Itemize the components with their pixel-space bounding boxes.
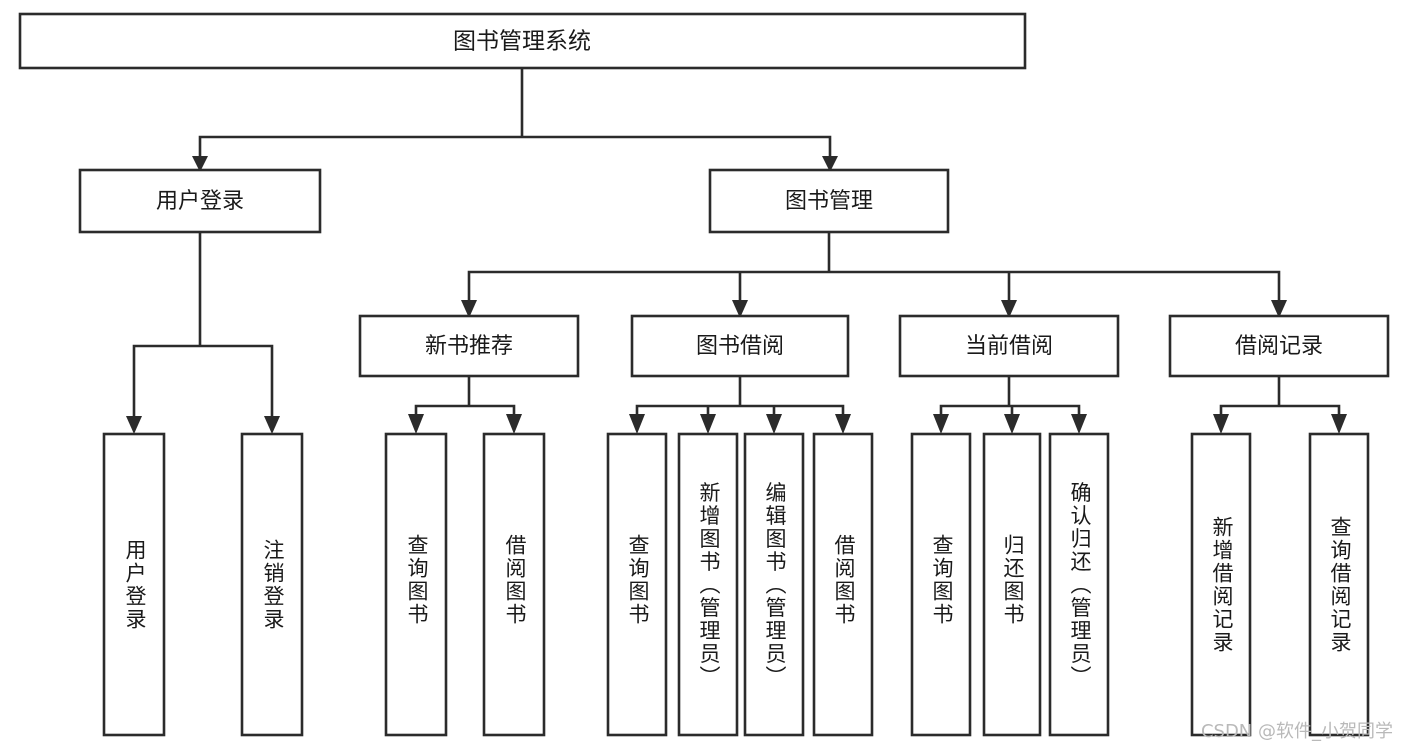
connector-bookmanage-to-level3 [467, 230, 1281, 304]
leaf-confirm-return[interactable]: 确认归还（管理员） [1048, 432, 1110, 737]
arrow-to-leaf-edit-book [766, 414, 782, 434]
leaf-borrow-book-rec-label: 借阅图书 [503, 534, 527, 626]
leaf-confirm-return-box[interactable] [1048, 432, 1110, 737]
connector-layer [126, 66, 1347, 434]
leaf-query-book-bor-box[interactable] [606, 432, 668, 737]
borrow-record-box[interactable] [1168, 314, 1390, 378]
arrow-to-leaf-confirm-return [1071, 414, 1087, 434]
leaf-user-login-box[interactable] [102, 432, 166, 737]
arrow-to-leaf-query-book-bor [629, 414, 645, 434]
leaf-add-record[interactable]: 新增借阅记录 [1190, 432, 1252, 737]
new-book-rec-label: 新书推荐 [425, 334, 513, 359]
arrow-to-leaf-add-record [1213, 414, 1229, 434]
arrow-to-leaf-user-login [126, 416, 142, 434]
leaf-add-record-label: 新增借阅记录 [1210, 516, 1234, 654]
new-book-rec-box[interactable] [358, 314, 580, 378]
leaf-borrow-book-bor-label: 借阅图书 [832, 534, 856, 626]
leaf-user-logout-label: 注销登录 [261, 539, 285, 631]
leaf-edit-book-box[interactable] [743, 432, 805, 737]
leaf-query-book-rec[interactable]: 查询图书 [384, 432, 448, 737]
node-current-borrow[interactable]: 当前借阅 [898, 314, 1120, 378]
leaf-return-book-label: 归还图书 [1001, 534, 1025, 626]
user-login-box[interactable] [78, 168, 322, 234]
arrow-to-borrow-record [1271, 300, 1287, 318]
leaf-query-book-rec-label: 查询图书 [405, 534, 429, 626]
leaf-query-record-label: 查询借阅记录 [1328, 516, 1352, 654]
book-manage-label: 图书管理 [785, 189, 873, 214]
root-label: 图书管理系统 [453, 29, 591, 55]
current-borrow-box[interactable] [898, 314, 1120, 378]
book-borrow-label: 图书借阅 [696, 334, 784, 359]
leaf-query-record-box[interactable] [1308, 432, 1370, 737]
leaf-add-book-box[interactable] [677, 432, 739, 737]
book-borrow-box[interactable] [630, 314, 850, 378]
leaf-edit-book-label: 编辑图书（管理员） [763, 482, 787, 689]
node-user-login[interactable]: 用户登录 [78, 168, 322, 234]
borrow-record-label: 借阅记录 [1235, 334, 1323, 359]
connector-currentborrow-to-leaves [939, 374, 1081, 422]
current-borrow-label: 当前借阅 [965, 334, 1053, 359]
leaf-borrow-book-bor[interactable]: 借阅图书 [812, 432, 874, 737]
leaf-query-book-cur[interactable]: 查询图书 [910, 432, 972, 737]
leaf-query-book-cur-box[interactable] [910, 432, 972, 737]
node-book-borrow[interactable]: 图书借阅 [630, 314, 850, 378]
connector-newbookrec-to-leaves [414, 374, 516, 422]
user-login-label: 用户登录 [156, 189, 244, 214]
leaf-confirm-return-label: 确认归还（管理员） [1068, 482, 1092, 689]
node-book-manage[interactable]: 图书管理 [708, 168, 950, 234]
leaf-borrow-book-bor-box[interactable] [812, 432, 874, 737]
leaf-query-book-cur-label: 查询图书 [930, 534, 954, 626]
leaf-user-login-label: 用户登录 [123, 539, 147, 631]
arrow-to-book-manage [822, 156, 838, 172]
leaf-query-book-rec-box[interactable] [384, 432, 448, 737]
arrow-to-current-borrow [1001, 300, 1017, 318]
leaf-edit-book[interactable]: 编辑图书（管理员） [743, 432, 805, 737]
connector-userlogin-to-leaves [132, 230, 274, 422]
arrow-to-leaf-user-logout [264, 416, 280, 434]
leaf-user-logout-box[interactable] [240, 432, 304, 737]
leaf-user-login[interactable]: 用户登录 [102, 432, 166, 737]
node-new-book-rec[interactable]: 新书推荐 [358, 314, 580, 378]
leaf-query-record[interactable]: 查询借阅记录 [1308, 432, 1370, 737]
arrow-to-leaf-return-book [1004, 414, 1020, 434]
arrow-to-leaf-borrow-book-rec [506, 414, 522, 434]
arrow-to-book-borrow [732, 300, 748, 318]
arrow-to-leaf-query-book-rec [408, 414, 424, 434]
leaf-add-book-label: 新增图书（管理员） [697, 482, 721, 689]
arrow-to-leaf-add-book [700, 414, 716, 434]
connector-root-to-level2 [198, 66, 832, 160]
arrow-to-leaf-borrow-book-bor [835, 414, 851, 434]
leaf-add-record-box[interactable] [1190, 432, 1252, 737]
connector-bookborrow-to-leaves [635, 374, 845, 422]
arrow-to-leaf-query-book-cur [933, 414, 949, 434]
leaf-borrow-book-rec[interactable]: 借阅图书 [482, 432, 546, 737]
connector-borrowrecord-to-leaves [1219, 374, 1341, 422]
book-manage-box[interactable] [708, 168, 950, 234]
leaf-return-book[interactable]: 归还图书 [982, 432, 1042, 737]
arrow-to-user-login [192, 156, 208, 172]
leaf-return-book-box[interactable] [982, 432, 1042, 737]
node-root[interactable]: 图书管理系统 [18, 12, 1027, 70]
arrow-to-new-book-rec [461, 300, 477, 318]
leaf-query-book-bor[interactable]: 查询图书 [606, 432, 668, 737]
root-box[interactable] [18, 12, 1027, 70]
leaf-user-logout[interactable]: 注销登录 [240, 432, 304, 737]
leaf-borrow-book-rec-box[interactable] [482, 432, 546, 737]
arrow-to-leaf-query-record [1331, 414, 1347, 434]
node-borrow-record[interactable]: 借阅记录 [1168, 314, 1390, 378]
leaf-query-book-bor-label: 查询图书 [626, 534, 650, 626]
leaf-add-book[interactable]: 新增图书（管理员） [677, 432, 739, 737]
